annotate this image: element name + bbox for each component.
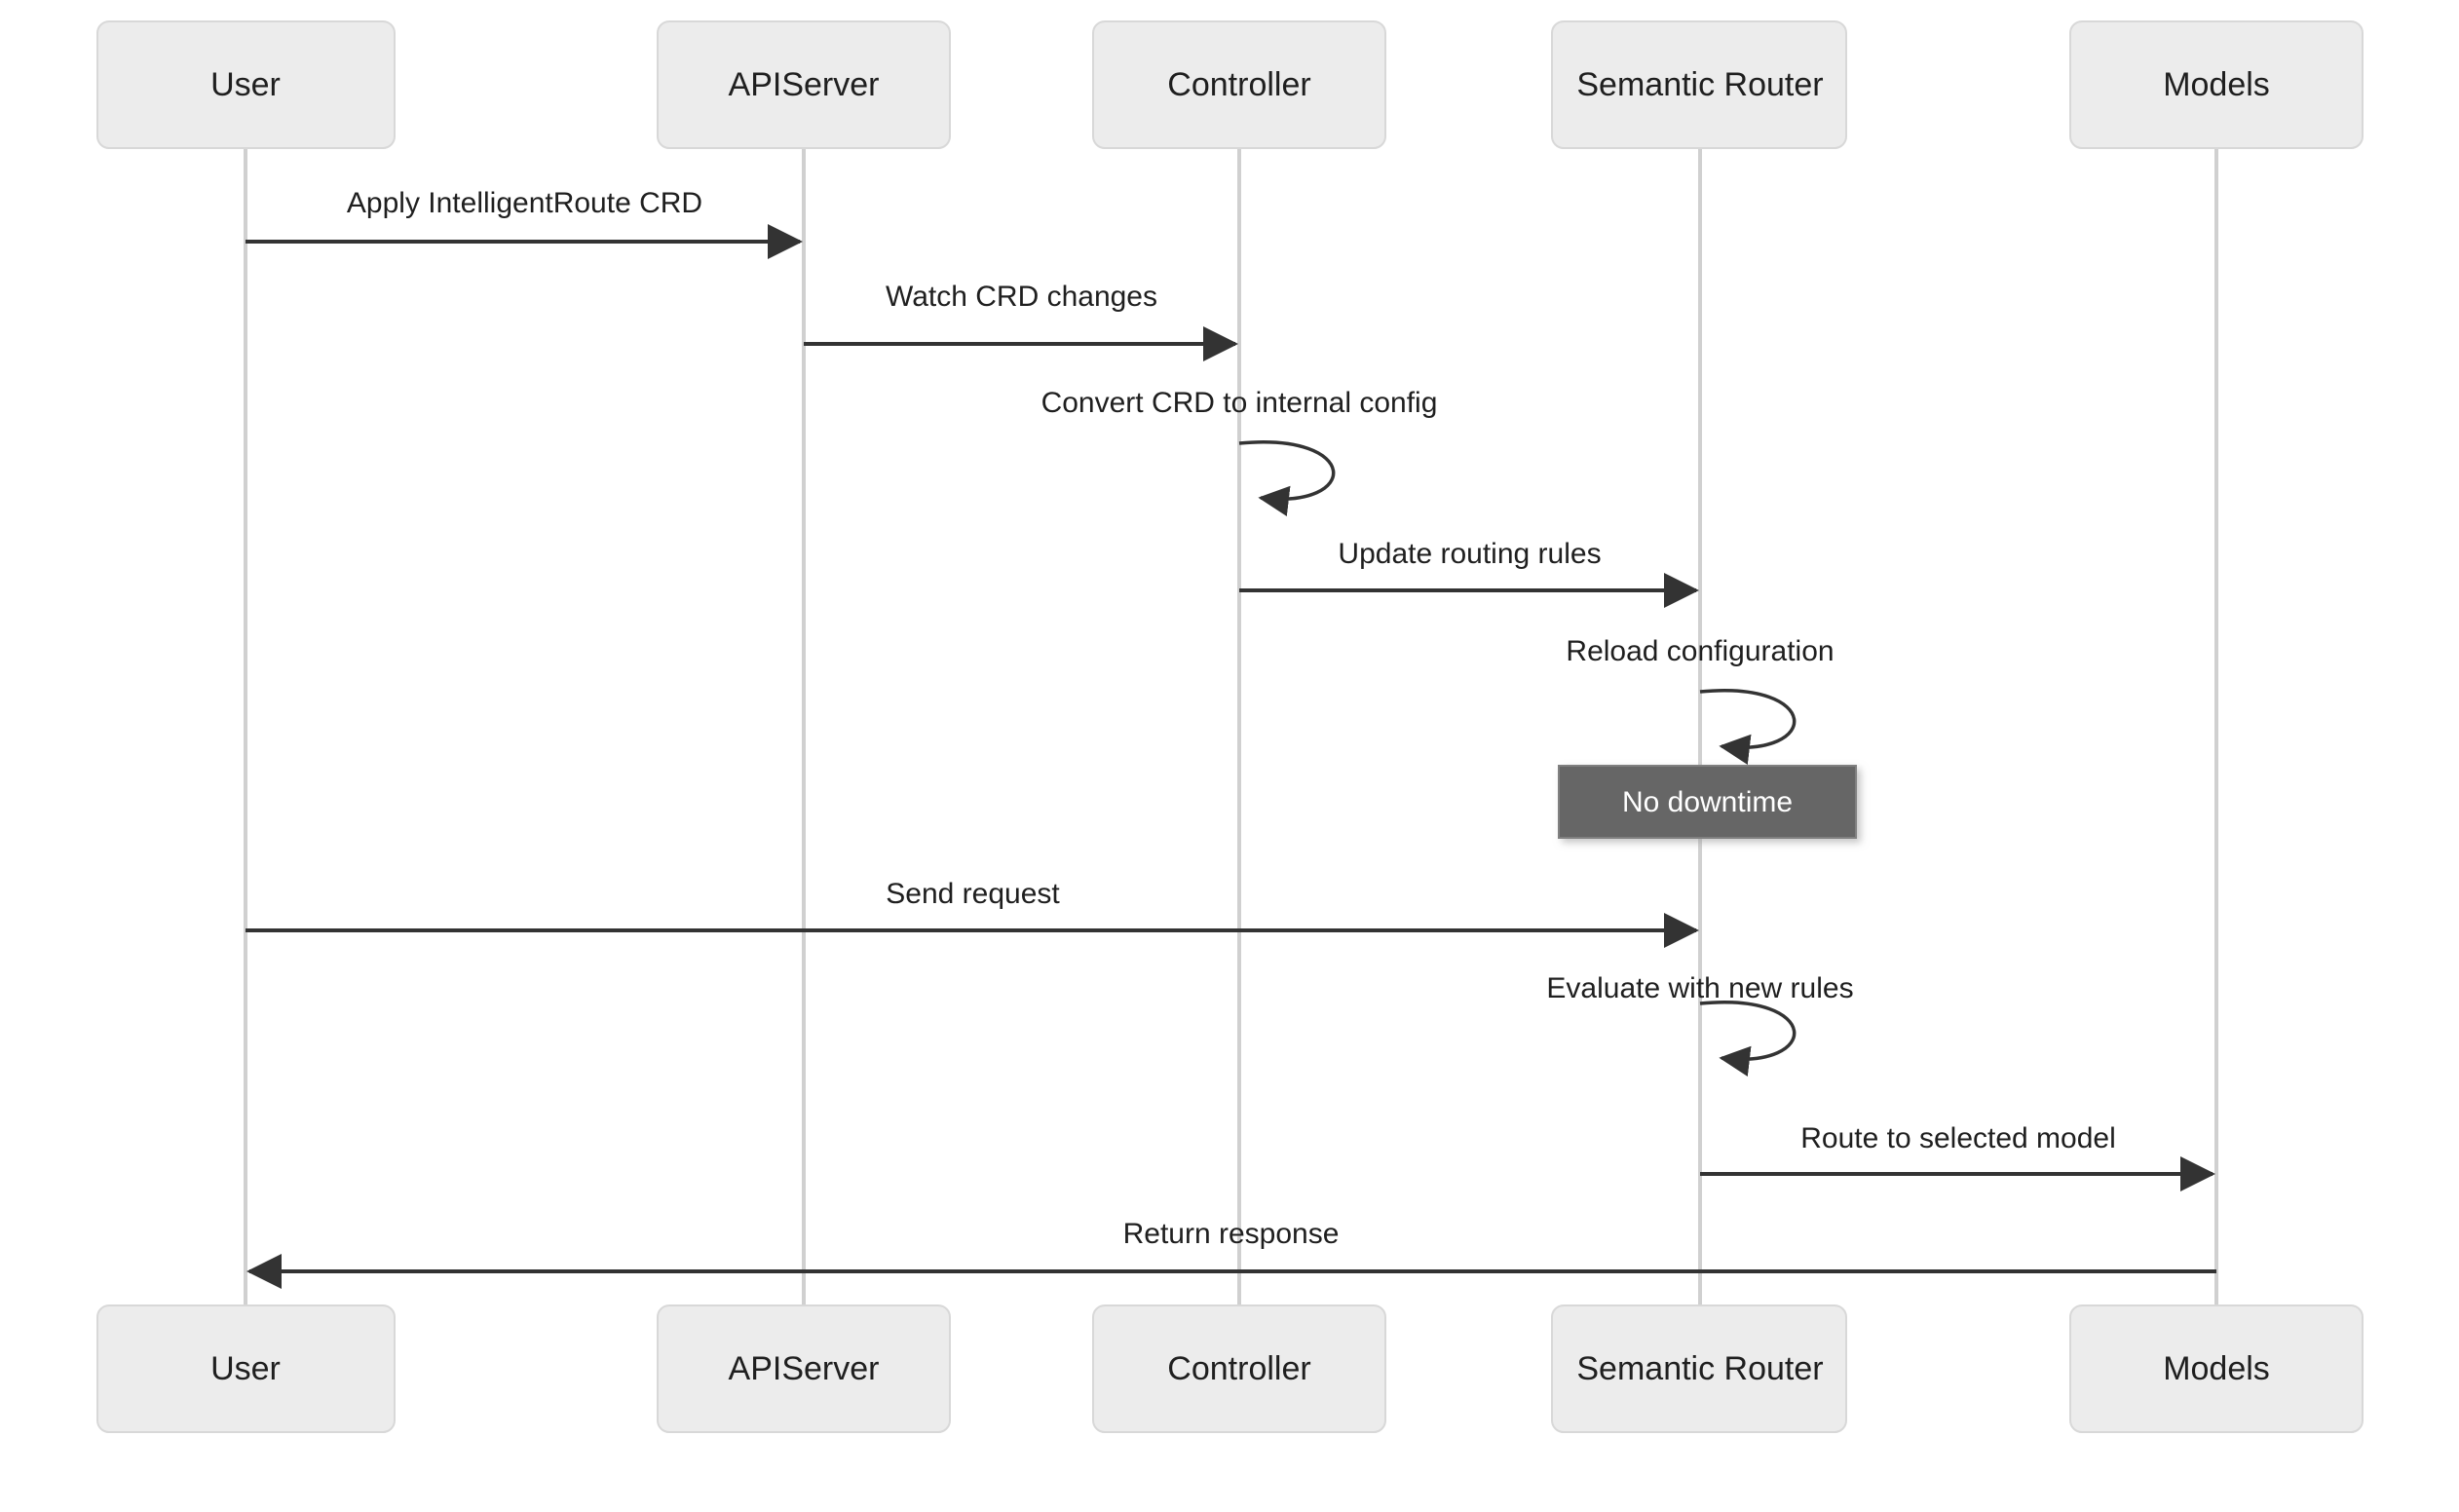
lifelines-layer [244, 148, 2218, 1305]
message-7[interactable]: Evaluate with new rules [1546, 972, 1854, 1077]
participant-box-rect [1092, 1304, 1386, 1433]
participant-label: Models [2163, 1350, 2270, 1387]
message-1[interactable]: Apply IntelligentRoute CRD [246, 187, 803, 259]
participant-bottom-user[interactable]: User [96, 1304, 396, 1433]
participant-bottom-apiserver[interactable]: APIServer [657, 1304, 951, 1433]
self-loop-arrow [1699, 689, 1797, 765]
participant-label: Controller [1167, 1350, 1310, 1387]
message-5[interactable]: Reload configuration [1566, 635, 1835, 765]
message-label: Convert CRD to internal config [1041, 387, 1438, 419]
participant-top-models[interactable]: Models [2069, 20, 2364, 149]
participants-layer: UserUserAPIServerAPIServerControllerCont… [96, 20, 2364, 1433]
participant-top-user[interactable]: User [96, 20, 396, 149]
participant-top-apiserver[interactable]: APIServer [657, 20, 951, 149]
participant-box-rect [1551, 1304, 1847, 1433]
participant-label: Semantic Router [1576, 1350, 1823, 1387]
participant-box-rect [1092, 20, 1386, 149]
message-3[interactable]: Convert CRD to internal config [1041, 387, 1438, 516]
self-loop-arrow [1238, 440, 1336, 516]
participant-label: APIServer [729, 66, 880, 103]
message-9[interactable]: Return response [246, 1218, 2216, 1289]
message-2[interactable]: Watch CRD changes [804, 281, 1238, 361]
message-label: Watch CRD changes [886, 281, 1157, 313]
note-label: No downtime [1622, 786, 1793, 818]
participant-label: APIServer [729, 1350, 880, 1387]
participant-box-rect [657, 20, 951, 149]
participant-top-router[interactable]: Semantic Router [1551, 20, 1847, 149]
participant-top-controller[interactable]: Controller [1092, 20, 1386, 149]
message-label: Send request [886, 878, 1060, 910]
notes-layer: No downtime [1558, 765, 1857, 839]
message-label: Evaluate with new rules [1546, 972, 1853, 1004]
no-downtime-note[interactable]: No downtime [1558, 765, 1857, 839]
participant-bottom-models[interactable]: Models [2069, 1304, 2364, 1433]
message-label: Update routing rules [1338, 538, 1601, 570]
message-label: Apply IntelligentRoute CRD [347, 187, 702, 219]
participant-box-rect [96, 1304, 396, 1433]
participant-label: User [210, 1350, 281, 1387]
participant-box-rect [2069, 1304, 2364, 1433]
participant-box-rect [657, 1304, 951, 1433]
participant-bottom-controller[interactable]: Controller [1092, 1304, 1386, 1433]
message-label: Return response [1123, 1218, 1340, 1250]
participant-label: Controller [1167, 66, 1310, 103]
message-4[interactable]: Update routing rules [1239, 538, 1699, 608]
note-rect [1558, 765, 1857, 839]
message-label: Reload configuration [1566, 635, 1834, 667]
participant-box-rect [1551, 20, 1847, 149]
participant-box-rect [96, 20, 396, 149]
participant-label: User [210, 66, 281, 103]
messages-layer: Apply IntelligentRoute CRD Watch CRD chan… [246, 187, 2216, 1289]
participant-label: Models [2163, 66, 2270, 103]
message-label: Route to selected model [1800, 1122, 2116, 1154]
participant-bottom-router[interactable]: Semantic Router [1551, 1304, 1847, 1433]
participant-box-rect [2069, 20, 2364, 149]
message-8[interactable]: Route to selected model [1700, 1122, 2215, 1191]
participant-label: Semantic Router [1576, 66, 1823, 103]
self-loop-arrow [1699, 1001, 1797, 1077]
message-6[interactable]: Send request [246, 878, 1699, 948]
